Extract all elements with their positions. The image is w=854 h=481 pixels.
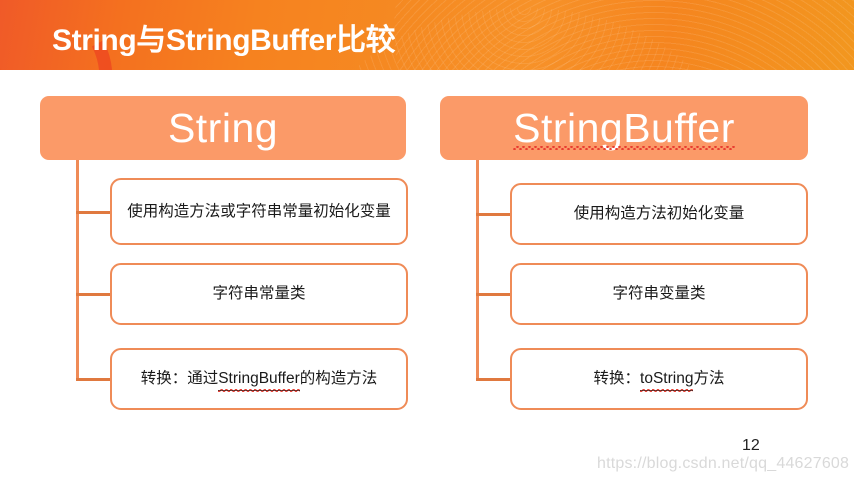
slide-header-banner: String与StringBuffer比较: [0, 0, 854, 70]
leaf-node-stringbuffer-3-suffix: 方法: [693, 370, 725, 388]
leaf-node-stringbuffer-3-prefix: 转换：: [593, 370, 641, 388]
root-node-stringbuffer[interactable]: StringBuffer: [440, 96, 808, 160]
leaf-node-string-3-misspelled-word: StringBuffer: [218, 367, 300, 393]
page-number: 12: [742, 437, 760, 454]
connector-branch-string-2: [76, 293, 112, 296]
leaf-node-string-2-label: 字符串常量类: [212, 285, 306, 303]
connector-branch-string-1: [76, 211, 112, 214]
leaf-node-string-3-prefix: 转换：通过: [140, 370, 219, 388]
connector-branch-string-3: [76, 378, 112, 381]
root-node-string[interactable]: String: [40, 96, 406, 160]
leaf-node-stringbuffer-1[interactable]: 使用构造方法初始化变量: [510, 183, 808, 245]
leaf-node-string-2[interactable]: 字符串常量类: [110, 263, 408, 325]
connector-trunk-string: [76, 160, 79, 380]
root-node-stringbuffer-label: StringBuffer: [513, 104, 735, 151]
leaf-node-stringbuffer-1-label: 使用构造方法初始化变量: [573, 205, 745, 223]
leaf-node-string-3-suffix: 的构造方法: [299, 370, 378, 388]
leaf-node-string-1[interactable]: 使用构造方法或字符串常量初始化变量: [110, 178, 408, 245]
connector-branch-stringbuffer-3: [476, 378, 512, 381]
leaf-node-string-1-label: 使用构造方法或字符串常量初始化变量: [127, 202, 391, 220]
header-arc-texture-right: [394, 0, 854, 70]
connector-branch-stringbuffer-1: [476, 213, 512, 216]
slide-title: String与StringBuffer比较: [52, 24, 396, 57]
watermark-url: https://blog.csdn.net/qq_44627608: [597, 455, 850, 472]
leaf-node-stringbuffer-3-misspelled-word: toString: [640, 367, 694, 393]
leaf-node-stringbuffer-2-label: 字符串变量类: [612, 285, 706, 303]
connector-branch-stringbuffer-2: [476, 293, 512, 296]
root-node-string-label: String: [167, 104, 279, 151]
leaf-node-stringbuffer-2[interactable]: 字符串变量类: [510, 263, 808, 325]
connector-trunk-stringbuffer: [476, 160, 479, 380]
